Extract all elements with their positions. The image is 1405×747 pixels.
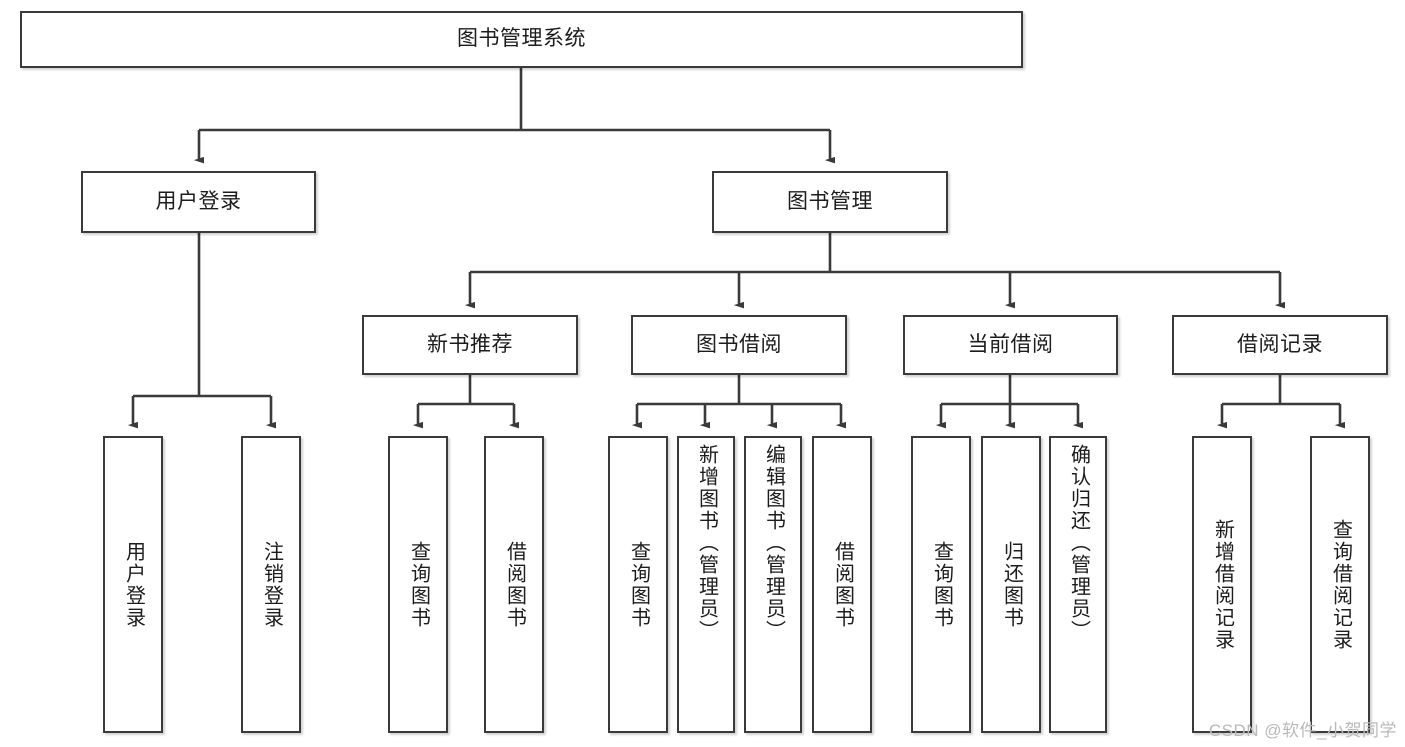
node-label: 借阅记录: [1237, 332, 1323, 356]
node-leaf-query-book-new[interactable]: 查询图书: [388, 436, 448, 733]
node-user-login[interactable]: 用户登录: [81, 171, 316, 233]
node-leaf-add-book-admin[interactable]: 新增图书（管理员）: [677, 436, 735, 733]
node-leaf-borrow-book-new[interactable]: 借阅图书: [484, 436, 544, 733]
node-leaf-query-borrow-record[interactable]: 查询借阅记录: [1310, 436, 1370, 733]
node-leaf-return-book[interactable]: 归还图书: [981, 436, 1041, 733]
csdn-watermark: CSDN @软件_小贺同学: [1208, 721, 1397, 740]
node-label: 确认归还（管理员）: [1067, 444, 1090, 642]
node-label: 图书管理系统: [457, 27, 586, 51]
node-current-borrow[interactable]: 当前借阅: [903, 315, 1118, 375]
node-label: 查询图书: [930, 540, 953, 629]
node-label: 用户登录: [122, 540, 145, 629]
node-book-management[interactable]: 图书管理: [712, 171, 948, 233]
node-leaf-add-borrow-record[interactable]: 新增借阅记录: [1192, 436, 1252, 733]
node-new-book-recommend[interactable]: 新书推荐: [362, 315, 578, 375]
node-label: 新书推荐: [427, 332, 513, 356]
node-label: 查询图书: [407, 540, 430, 629]
node-borrow-record[interactable]: 借阅记录: [1172, 315, 1388, 375]
node-leaf-query-book-borrow[interactable]: 查询图书: [608, 436, 668, 733]
node-label: 当前借阅: [967, 332, 1054, 356]
node-root-system[interactable]: 图书管理系统: [20, 11, 1023, 68]
node-label: 图书借阅: [696, 332, 782, 356]
node-label: 新增图书（管理员）: [695, 444, 718, 642]
node-label: 注销登录: [260, 540, 283, 629]
node-book-borrow[interactable]: 图书借阅: [631, 315, 847, 375]
node-label: 新增借阅记录: [1211, 518, 1234, 651]
node-label: 用户登录: [155, 189, 242, 213]
node-label: 查询图书: [627, 540, 650, 629]
node-label: 归还图书: [1000, 540, 1023, 629]
node-leaf-borrow-book[interactable]: 借阅图书: [812, 436, 872, 733]
node-label: 编辑图书（管理员）: [762, 444, 785, 642]
node-label: 查询借阅记录: [1329, 518, 1352, 651]
node-leaf-logout[interactable]: 注销登录: [241, 436, 301, 733]
node-label: 图书管理: [787, 189, 873, 213]
node-label: 借阅图书: [831, 540, 854, 629]
node-leaf-query-book-current[interactable]: 查询图书: [911, 436, 971, 733]
node-label: 借阅图书: [503, 540, 526, 629]
node-leaf-user-login[interactable]: 用户登录: [103, 436, 163, 733]
node-leaf-edit-book-admin[interactable]: 编辑图书（管理员）: [744, 436, 802, 733]
node-leaf-confirm-return-admin[interactable]: 确认归还（管理员）: [1049, 436, 1107, 733]
